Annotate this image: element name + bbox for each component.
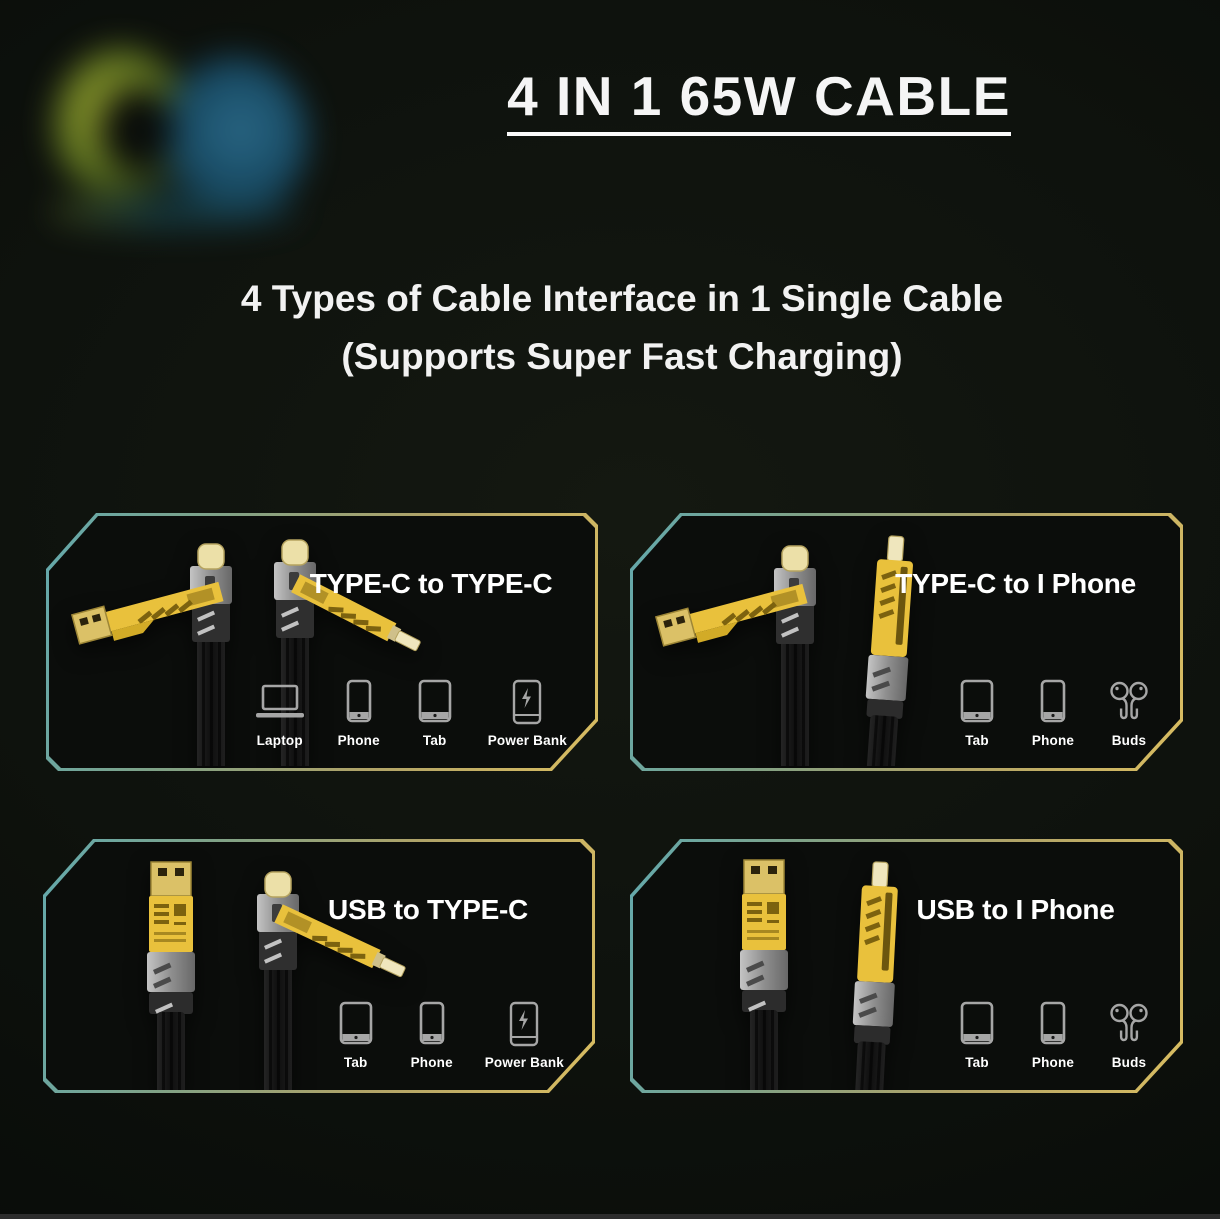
device-tab: Tab: [954, 1001, 1000, 1070]
device-phone: Phone: [1030, 1001, 1076, 1070]
panel-title: USB to TYPE-C: [328, 894, 528, 925]
logo-blob-center: [101, 88, 173, 172]
device-label: Tab: [965, 733, 989, 748]
subtitle-line-2: (Supports Super Fast Charging): [341, 336, 903, 377]
buds-icon: [1106, 679, 1152, 725]
power-bank-icon: [512, 679, 542, 725]
device-label: Buds: [1111, 1055, 1147, 1070]
panel-title: TYPE-C to TYPE-C: [309, 568, 553, 599]
laptop-icon: [254, 679, 306, 725]
panel-body: USB to TYPE-C Tab Phone Power Bank: [46, 842, 592, 1090]
device-label: Laptop: [256, 733, 303, 748]
blurred-brand-logo: [46, 26, 331, 256]
device-power-bank: Power Bank: [485, 1001, 564, 1070]
panel-usb-to-iphone: USB to I Phone Tab Phone Buds: [630, 839, 1183, 1093]
device-laptop: Laptop: [254, 679, 306, 748]
panel-title: TYPE-C to I Phone: [895, 568, 1136, 599]
device-label: Phone: [1031, 1055, 1075, 1070]
power-bank-icon: [509, 1001, 539, 1047]
device-phone: Phone: [409, 1001, 455, 1070]
page-title: 4 IN 1 65W CABLE: [384, 64, 1134, 136]
device-power-bank: Power Bank: [488, 679, 567, 748]
phone-icon: [1040, 1001, 1066, 1047]
device-phone: Phone: [336, 679, 382, 748]
device-phone: Phone: [1030, 679, 1076, 748]
phone-icon: [1040, 679, 1066, 725]
device-label: Power Bank: [487, 733, 567, 748]
panel-type-c-to-type-c: TYPE-C to TYPE-C Laptop Phone Tab Power Ban…: [46, 513, 598, 771]
tab-icon: [339, 1001, 373, 1047]
logo-wordmark-blur: [48, 194, 298, 230]
image-bottom-edge: [0, 1214, 1220, 1219]
panel-body: TYPE-C to I Phone Tab Phone Buds: [633, 516, 1180, 768]
tab-icon: [418, 679, 452, 725]
panel-type-c-to-iphone: TYPE-C to I Phone Tab Phone Buds: [630, 513, 1183, 771]
device-compatibility-row: Tab Phone Power Bank: [333, 1001, 564, 1070]
phone-icon: [346, 679, 372, 725]
panel-title: USB to I Phone: [916, 894, 1115, 925]
device-compatibility-row: Tab Phone Buds: [954, 679, 1152, 748]
device-buds: Buds: [1106, 1001, 1152, 1070]
buds-icon: [1106, 1001, 1152, 1047]
subtitle-line-1: 4 Types of Cable Interface in 1 Single C…: [240, 278, 1004, 319]
tab-icon: [960, 1001, 994, 1047]
panel-body: USB to I Phone Tab Phone Buds: [633, 842, 1180, 1090]
device-label: Buds: [1111, 733, 1147, 748]
device-compatibility-row: Tab Phone Buds: [954, 1001, 1152, 1070]
subtitle: 4 Types of Cable Interface in 1 Single C…: [24, 270, 1220, 386]
device-buds: Buds: [1106, 679, 1152, 748]
panel-usb-to-type-c: USB to TYPE-C Tab Phone Power Bank: [43, 839, 595, 1093]
device-label: Tab: [422, 733, 447, 748]
device-label: Phone: [410, 1055, 453, 1070]
device-label: Tab: [343, 1055, 368, 1070]
device-compatibility-row: Laptop Phone Tab Power Bank: [254, 679, 567, 748]
device-tab: Tab: [954, 679, 1000, 748]
panel-body: TYPE-C to TYPE-C Laptop Phone Tab Power Ban…: [49, 516, 595, 768]
device-tab: Tab: [333, 1001, 379, 1070]
device-tab: Tab: [412, 679, 458, 748]
page-title-text: 4 IN 1 65W CABLE: [507, 65, 1011, 136]
device-label: Phone: [337, 733, 380, 748]
device-label: Power Bank: [484, 1055, 564, 1070]
phone-icon: [419, 1001, 445, 1047]
tab-icon: [960, 679, 994, 725]
logo-blob-blue: [158, 56, 308, 221]
device-label: Tab: [965, 1055, 989, 1070]
device-label: Phone: [1031, 733, 1075, 748]
